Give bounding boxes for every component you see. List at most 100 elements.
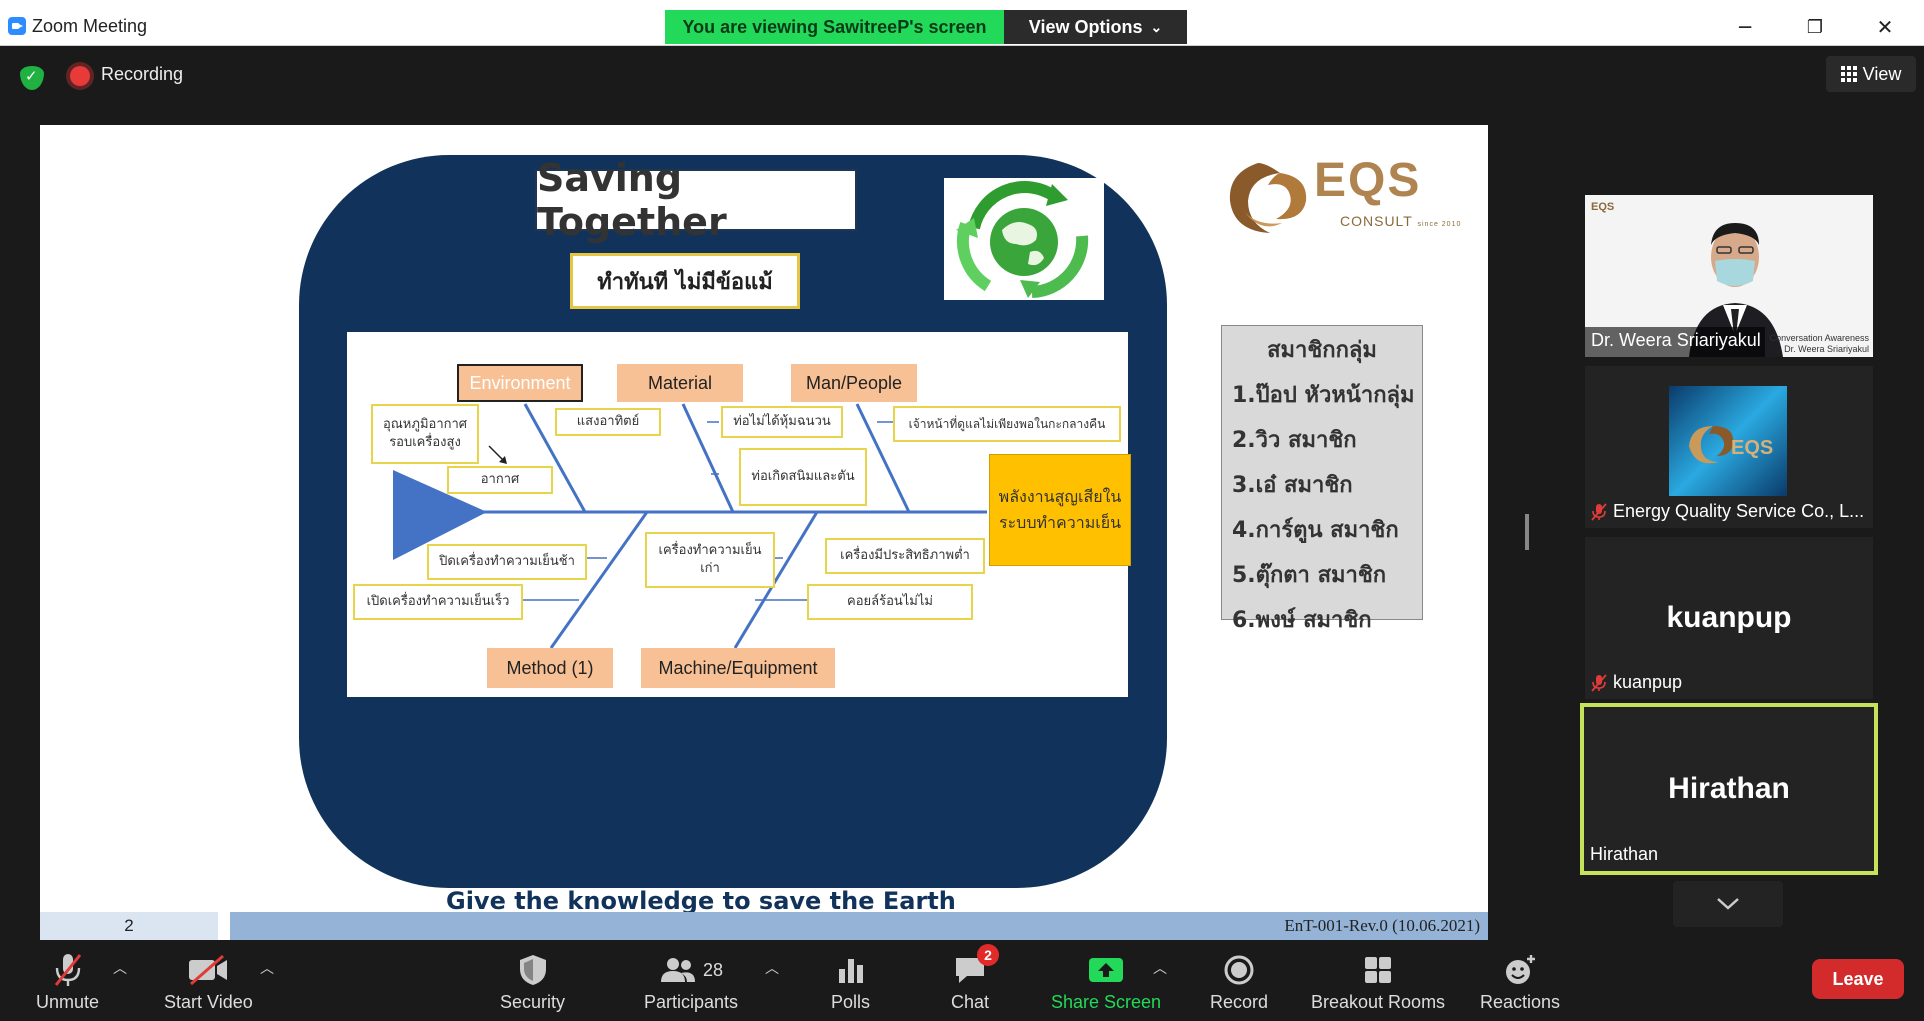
video-off-icon: [187, 950, 229, 990]
cause-sunlight: แสงอาทิตย์: [555, 408, 661, 436]
category-method: Method (1): [487, 648, 613, 688]
slide-footer-bar: EnT-001-Rev.0 (10.06.2021): [230, 912, 1488, 940]
share-options-caret[interactable]: ︿: [1153, 961, 1167, 977]
participant-display-name: kuanpup: [1666, 601, 1792, 634]
participant-name: kuanpup: [1613, 672, 1683, 692]
meeting-toolbar: [0, 945, 1924, 1021]
video-overlay-line2: Dr. Weera Sriariyakul: [1784, 344, 1869, 354]
svg-text:EQS: EQS: [1731, 437, 1773, 459]
share-screen-icon: [1087, 950, 1125, 990]
cause-hot-coil: คอยล์ร้อนไม่ไม่: [807, 584, 973, 620]
group-members-box: สมาชิกกลุ่ม 1.ป๊อป หัวหน้ากลุ่ม 2.วิว สม…: [1221, 325, 1423, 633]
people-icon: [661, 958, 695, 982]
share-screen-button[interactable]: Share Screen: [1051, 950, 1161, 1013]
bar-chart-icon: [836, 950, 866, 990]
participant-tile-hirathan-active[interactable]: Hirathan Hirathan: [1580, 703, 1878, 875]
recycle-earth-image: [944, 178, 1104, 300]
slide-thai-subtitle: ทำทันที ไม่มีข้อแม้: [570, 253, 800, 309]
minimize-button[interactable]: ─: [1738, 15, 1752, 39]
view-label: View: [1862, 63, 1902, 84]
logo-subtext: CONSULT since 2010: [1340, 213, 1461, 229]
view-options-button[interactable]: View Options ⌄: [1004, 10, 1187, 44]
participants-label: Participants: [644, 992, 739, 1012]
participant-tile-weera[interactable]: EQS Conversation Awareness Dr. Weera Sri…: [1585, 195, 1873, 357]
participant-tile-kuanpup[interactable]: kuanpup kuanpup: [1585, 537, 1873, 699]
participant-name-row: Energy Quality Service Co., L...: [1591, 501, 1864, 522]
breakout-rooms-label: Breakout Rooms: [1311, 992, 1446, 1012]
members-heading: สมาชิกกลุ่ม: [1267, 338, 1377, 363]
panel-resize-handle[interactable]: [1525, 514, 1529, 550]
member-item: 2.วิว สมาชิก: [1232, 428, 1357, 453]
reactions-label: Reactions: [1480, 992, 1561, 1012]
security-button[interactable]: Security: [500, 950, 565, 1013]
shield-icon: [518, 950, 548, 990]
category-machine-equipment: Machine/Equipment: [641, 648, 835, 688]
grid-view-icon: [1840, 66, 1857, 82]
member-item: 4.การ์ตูน สมาชิก: [1232, 518, 1399, 543]
member-item: 1.ป๊อป หัวหน้ากลุ่ม: [1232, 383, 1415, 408]
eqs-avatar-image: EQS: [1669, 386, 1787, 496]
cause-low-efficiency: เครื่องมีประสิทธิภาพต่ำ: [825, 538, 985, 574]
category-man-people: Man/People: [791, 364, 917, 402]
cause-air-temperature: อุณหภูมิอากาศ รอบเครื่องสูง: [371, 404, 479, 464]
scroll-participants-down-button[interactable]: [1673, 881, 1783, 927]
viewing-screen-banner: You are viewing SawitreeP's screen: [665, 10, 1004, 44]
slide-title: Saving Together: [535, 156, 857, 244]
background-logo: EQS: [1591, 201, 1615, 213]
fishbone-diagram: Environment Material Man/People Method (…: [347, 332, 1131, 697]
start-video-button[interactable]: Start Video: [164, 950, 253, 1013]
cause-air: อากาศ: [447, 466, 553, 494]
cause-old-chiller: เครื่องทำความเย็น เก่า: [645, 532, 775, 588]
mic-muted-icon: [1591, 502, 1607, 521]
unmute-button[interactable]: Unmute: [36, 950, 99, 1013]
chat-bubble-icon: 2: [953, 944, 1000, 990]
view-options-label: View Options: [1028, 16, 1143, 37]
recording-label: Recording: [101, 64, 184, 84]
reactions-button[interactable]: Reactions: [1480, 950, 1560, 1013]
cause-insufficient-night-staff: เจ้าหน้าที่ดูแลไม่เพียงพอในกะกลางคืน: [893, 406, 1121, 442]
participants-icon-row: 28: [659, 950, 723, 990]
participants-options-caret[interactable]: ︿: [765, 961, 779, 977]
video-options-caret[interactable]: ︿: [260, 961, 274, 977]
start-video-label: Start Video: [164, 992, 253, 1012]
video-overlay-line1: Conversation Awareness: [1769, 333, 1869, 343]
eqs-consult-logo: EQS CONSULT since 2010: [1218, 143, 1468, 243]
slide-page-number: 2: [40, 912, 218, 940]
close-button[interactable]: ✕: [1876, 15, 1894, 39]
chat-unread-badge: 2: [977, 944, 1000, 966]
audio-options-caret[interactable]: ︿: [113, 961, 127, 977]
participant-tile-eqs[interactable]: EQS Energy Quality Service Co., L...: [1585, 366, 1873, 528]
cause-late-shutdown: ปิดเครื่องทำความเย็นช้า: [427, 544, 587, 580]
document-code: EnT-001-Rev.0 (10.06.2021): [1284, 916, 1480, 935]
participants-count: 28: [703, 959, 724, 980]
share-screen-label: Share Screen: [1051, 992, 1162, 1012]
member-item: 5.ตุ๊กตา สมาชิก: [1232, 563, 1387, 588]
maximize-button[interactable]: ❐: [1806, 16, 1824, 38]
polls-label: Polls: [831, 992, 871, 1012]
mic-muted-icon: [53, 950, 83, 990]
participant-display-name: Hirathan: [1668, 772, 1790, 805]
cause-rusted-pipe: ท่อเกิดสนิมและตัน: [739, 448, 867, 506]
participant-name: Dr. Weera Sriariyakul: [1591, 330, 1761, 350]
logo-since-text: since 2010: [1417, 221, 1462, 228]
category-material: Material: [617, 364, 743, 402]
cause-uninsulated-pipe: ท่อไม่ได้หุ้มฉนวน: [721, 406, 843, 438]
leave-button[interactable]: Leave: [1812, 959, 1904, 999]
window-title: Zoom Meeting: [32, 16, 148, 36]
cause-early-startup: เปิดเครื่องทำความเย็นเร็ว: [353, 584, 523, 620]
breakout-rooms-button[interactable]: Breakout Rooms: [1311, 950, 1445, 1013]
participant-name: Energy Quality Service Co., L...: [1613, 501, 1865, 521]
smiley-plus-icon: [1503, 950, 1537, 990]
breakout-grid-icon: [1363, 950, 1393, 990]
record-button[interactable]: Record: [1210, 950, 1268, 1013]
chat-button[interactable]: 2 Chat: [951, 944, 1000, 1013]
chevron-down-icon: ⌄: [1150, 18, 1163, 35]
chat-label: Chat: [951, 992, 990, 1012]
logo-text: EQS: [1314, 154, 1422, 207]
category-environment: Environment: [457, 364, 583, 402]
view-layout-button[interactable]: View: [1826, 56, 1916, 92]
record-icon: [1223, 950, 1255, 990]
polls-button[interactable]: Polls: [831, 950, 870, 1013]
participants-button[interactable]: 28 Participants: [644, 950, 738, 1013]
effect-energy-loss: พลังงานสูญเสียใน ระบบทำความเย็น: [989, 454, 1131, 566]
